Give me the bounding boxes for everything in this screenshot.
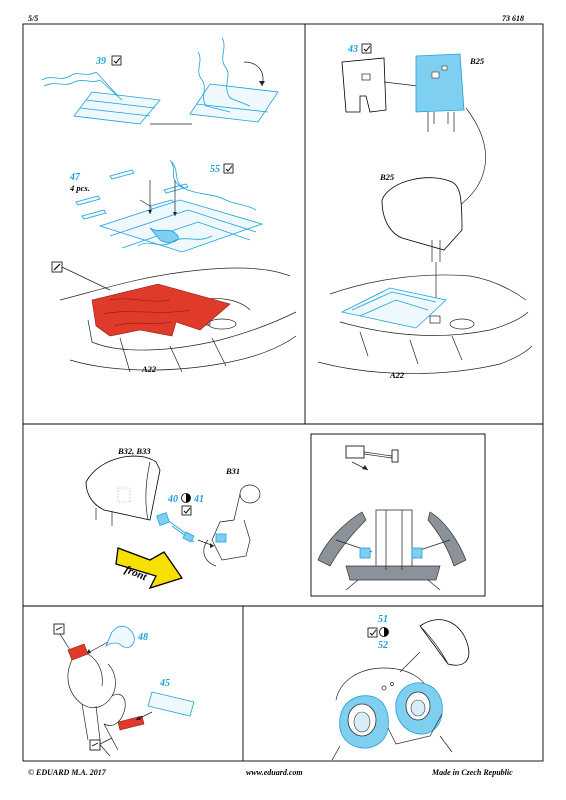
front-direction-arrow: front <box>115 547 184 590</box>
footer-copyright: © EDUARD M.A. 2017 <box>28 768 106 777</box>
part-a22-label-right: A22 <box>389 370 405 380</box>
part-a22-label: A22 <box>141 364 157 374</box>
check-icon <box>361 43 372 54</box>
part-39-bent <box>189 37 279 123</box>
part-47-quantity: 4 pcs. <box>69 183 90 193</box>
part-b32-b33-label: B32, B33 <box>117 446 151 456</box>
part-b25-seat-top <box>415 53 465 132</box>
part-47-rods <box>75 169 189 220</box>
check-mark-icon <box>113 57 121 64</box>
part-48 <box>85 625 135 655</box>
part-48-label: 48 <box>137 632 148 643</box>
part-51-52-intake-cone <box>399 619 470 673</box>
part-b31 <box>203 484 261 567</box>
part-43-label: 43 <box>347 44 358 55</box>
part-40-label: 40 <box>167 494 178 505</box>
check-mark-icon <box>369 629 377 636</box>
check-mark-icon <box>225 165 233 172</box>
part-a22-fuselage <box>59 267 297 373</box>
part-55-wire <box>169 159 257 211</box>
step4-panel <box>310 433 486 597</box>
footer-made-in: Made in Czech Republic <box>432 768 513 777</box>
catalog-number: 73 618 <box>502 14 524 23</box>
step1-panel: 39 55 47 4 pcs. <box>41 37 297 374</box>
step1-assembly <box>98 180 264 253</box>
check-mark-icon <box>183 507 191 514</box>
step5-panel: 48 45 <box>53 623 195 757</box>
step4-wing-detail <box>317 509 467 591</box>
part-52-label: 52 <box>378 640 388 651</box>
step4-small-bracket <box>345 445 399 471</box>
part-b31-label: B31 <box>225 466 240 476</box>
engine-intakes <box>331 667 453 761</box>
part-b32-b33 <box>85 455 161 526</box>
check-mark-icon <box>363 45 371 52</box>
part-a22-cockpit-right <box>317 274 533 374</box>
control-stick-assembly <box>67 643 145 757</box>
part-55-label: 55 <box>210 164 220 175</box>
part-pointer-icon <box>53 623 65 635</box>
part-43-flat <box>341 57 387 113</box>
step2-panel: 43 B25 B25 <box>317 43 533 380</box>
part-41-label: 41 <box>193 494 204 505</box>
part-b25-seat <box>381 177 463 262</box>
part-b25-top-label: B25 <box>469 56 485 66</box>
check-icon <box>181 505 192 516</box>
part-pointer-icon <box>89 739 101 751</box>
part-45-label: 45 <box>159 678 170 689</box>
part-39-flat <box>41 71 161 125</box>
check-icon <box>223 163 234 174</box>
part-b25-mid-label: B25 <box>379 172 395 182</box>
part-45 <box>147 691 195 717</box>
panel-borders <box>22 23 544 762</box>
check-icon <box>111 55 122 66</box>
step3-panel: B32, B33 B31 40 41 <box>85 446 261 590</box>
part-47-label: 47 <box>69 172 81 183</box>
part-51-label: 51 <box>378 614 388 625</box>
page-number: 5/5 <box>28 14 39 23</box>
part-40-41-brackets <box>156 512 215 548</box>
brush-stroke-icon <box>53 263 61 271</box>
step6-panel: 51 52 <box>331 614 470 761</box>
red-paint-area <box>91 283 231 337</box>
footer-website: www.eduard.com <box>246 768 303 777</box>
check-icon <box>367 627 378 638</box>
part-39-label: 39 <box>95 56 106 67</box>
